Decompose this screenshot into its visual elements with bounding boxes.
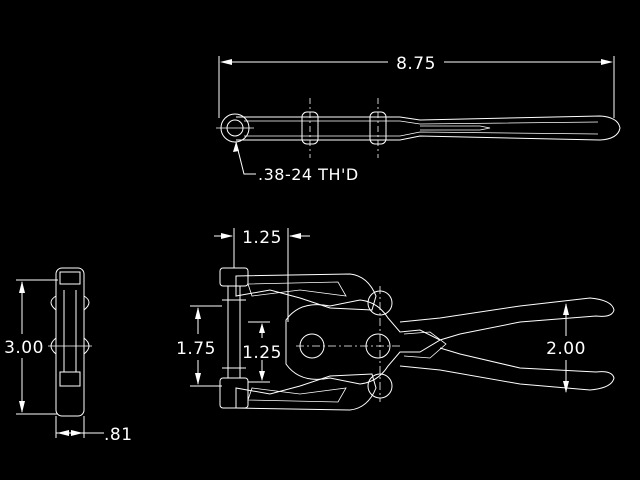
offset-arrow-left [221, 233, 233, 239]
lower-link-slot [247, 387, 347, 403]
height-label: 3.00 [4, 338, 44, 358]
opening-arrow-top [563, 303, 569, 315]
end-view-bottom-nut [59, 371, 81, 387]
arrow-left [220, 59, 232, 65]
end-view-boss-upper-left [50, 295, 57, 311]
upper-handle [399, 297, 615, 341]
pivot-spacing-arrow-bottom [195, 373, 201, 385]
front-view-top-nut [219, 267, 249, 287]
end-view: 3.00 .81 [4, 267, 133, 445]
top-view-inner-line-lower [244, 131, 599, 137]
thread-callout: .38-24 TH'D [258, 165, 359, 184]
inner-arrow-top [259, 323, 265, 333]
thread-leader [235, 141, 256, 175]
top-view: 8.75 .38-24 TH'D [216, 54, 621, 184]
lower-handle [399, 347, 615, 391]
offset-arrow-right [289, 233, 301, 239]
inner-arrow-bottom [259, 371, 265, 381]
height-arrow-top [19, 281, 25, 293]
thickness-arrow-left [57, 430, 69, 436]
end-view-boss-upper [83, 295, 90, 311]
end-view-outline [55, 267, 85, 417]
thickness-arrow-right [71, 430, 83, 436]
thickness-label: .81 [104, 425, 133, 445]
front-view-bottom-nut [219, 377, 249, 409]
inner-label: 1.25 [242, 343, 282, 363]
overall-length-label: 8.75 [396, 54, 436, 74]
pivot-spacing-label: 1.75 [176, 339, 216, 359]
end-view-top-nut [59, 271, 81, 285]
opening-arrow-bottom [563, 381, 569, 393]
thread-leader-arrow [233, 142, 239, 152]
top-view-handle-groove [420, 125, 491, 131]
front-view-body [285, 299, 442, 385]
pivot-spacing-arrow-top [195, 307, 201, 319]
height-arrow-bottom [19, 401, 25, 413]
offset-label: 1.25 [242, 228, 282, 248]
front-view: 1.25 1.75 1.25 2.00 [176, 228, 615, 411]
arrow-right [601, 59, 613, 65]
top-view-body-outline [236, 115, 621, 141]
lower-link [235, 373, 377, 411]
upper-link [235, 273, 377, 311]
opening-label: 2.00 [546, 339, 586, 359]
top-view-inner-line-upper [244, 120, 599, 125]
upper-link-slot [247, 281, 347, 297]
handle-hinge [403, 331, 447, 359]
